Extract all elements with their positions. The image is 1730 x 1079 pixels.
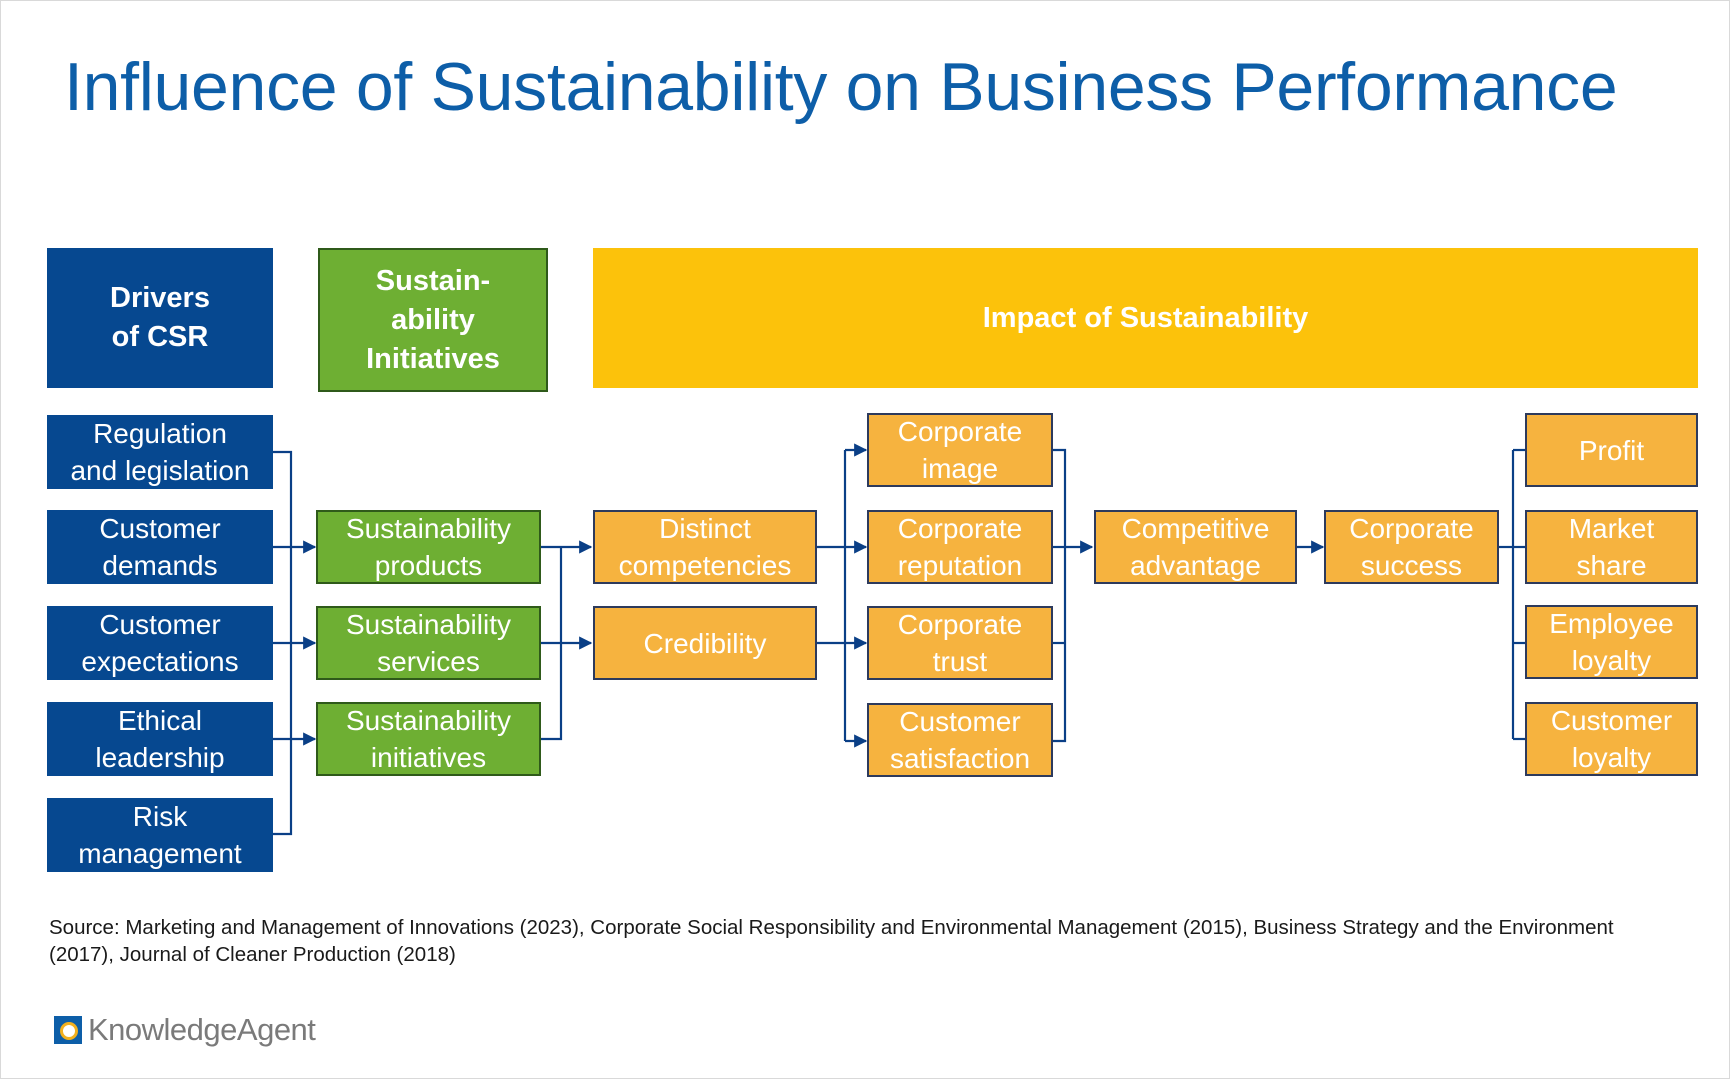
source-citation: Source: Marketing and Management of Inno… [49, 916, 1614, 966]
driver-customer-expectations: Customer expectations [47, 606, 273, 680]
header-impact-of-sustainability: Impact of Sustainability [593, 248, 1698, 388]
knowledgeagent-logo: KnowledgeAgent [54, 1012, 316, 1048]
logo-text: KnowledgeAgent [88, 1012, 316, 1047]
driver-customer-demands: Customer demands [47, 510, 273, 584]
outcome-employee-loyalty: Employee loyalty [1525, 605, 1698, 679]
page-title: Influence of Sustainability on Business … [64, 49, 1618, 125]
driver-ethical-leadership: Ethical leadership [47, 702, 273, 776]
initiative-sustainability-services: Sustainability services [316, 606, 541, 680]
knowledgeagent-logo-icon [54, 1016, 82, 1044]
outcome-market-share: Market share [1525, 510, 1698, 584]
initiative-sustainability-initiatives: Sustainability initiatives [316, 702, 541, 776]
impact-corporate-image: Corporate image [867, 413, 1053, 487]
outcome-customer-loyalty: Customer loyalty [1525, 702, 1698, 776]
initiative-sustainability-products: Sustainability products [316, 510, 541, 584]
impact-distinct-competencies: Distinct competencies [593, 510, 817, 584]
impact-corporate-trust: Corporate trust [867, 606, 1053, 680]
impact-competitive-advantage: Competitive advantage [1094, 510, 1297, 584]
impact-customer-satisfaction: Customer satisfaction [867, 703, 1053, 777]
header-drivers-of-csr: Drivers of CSR [47, 248, 273, 388]
impact-corporate-success: Corporate success [1324, 510, 1499, 584]
outcome-profit: Profit [1525, 413, 1698, 487]
driver-risk-management: Risk management [47, 798, 273, 872]
impact-corporate-reputation: Corporate reputation [867, 510, 1053, 584]
driver-regulation-and-legislation: Regulation and legislation [47, 415, 273, 489]
impact-credibility: Credibility [593, 606, 817, 680]
header-sustainability-initiatives: Sustain- ability Initiatives [318, 248, 548, 392]
